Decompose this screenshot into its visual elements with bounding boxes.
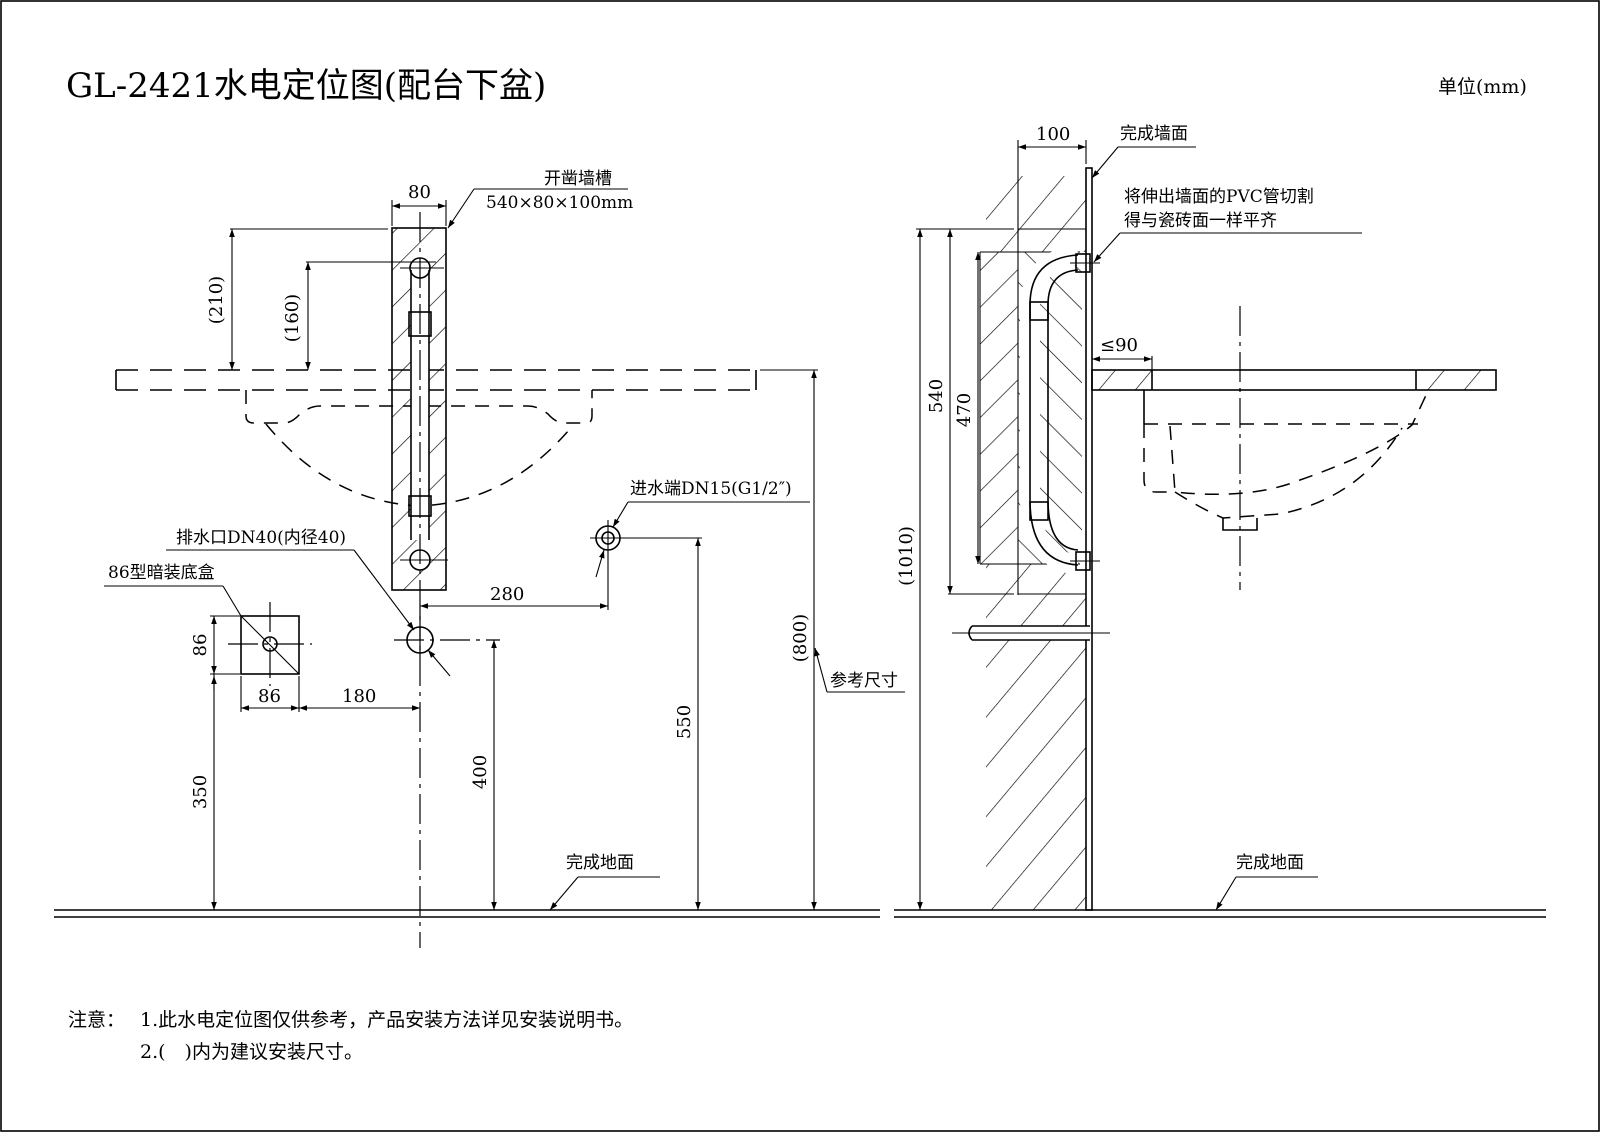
dimension-100: 100 [1017, 124, 1087, 240]
dimension-280: 280 [420, 556, 609, 610]
dim-470-text: 470 [954, 393, 975, 427]
dimension-550: 550 [626, 537, 702, 910]
dim-80-text: 80 [408, 182, 431, 203]
dim-540-text: 540 [926, 379, 947, 413]
side-view: 100 完成墙面 将伸出墙面的PVC管切割 得与瓷砖面一样平齐 ≤90 [894, 124, 1546, 918]
basin-side-outline [1143, 306, 1429, 590]
pvc-note-line2: 得与瓷砖面一样平齐 [1124, 211, 1277, 231]
electrical-box-86: 86型暗装底盒 [104, 563, 312, 686]
slot-label-line2: 540×80×100mm [486, 193, 633, 213]
dim-86-h-text: 86 [190, 634, 211, 657]
floor-label-front: 完成地面 [566, 853, 634, 873]
dimension-540: 540 [926, 229, 1014, 595]
finished-wall-label: 完成墙面 [1091, 124, 1196, 179]
wall-label: 完成墙面 [1120, 124, 1188, 144]
dimension-86-height: 86 [190, 615, 240, 675]
counter-slab-section [1091, 369, 1497, 391]
dimension-350: 350 [190, 674, 217, 910]
slot-label-line1: 开凿墙槽 [544, 169, 612, 189]
floor-line-side: 完成地面 [894, 853, 1546, 918]
dim-160-text: (160) [282, 294, 303, 342]
dim-100-text: 100 [1036, 124, 1070, 145]
drawing-title: GL-2421水电定位图(配台下盆) [66, 66, 546, 106]
box-label: 86型暗装底盒 [108, 563, 215, 583]
notes-prefix: 注意： [68, 1009, 125, 1031]
dimension-470: 470 [954, 252, 981, 564]
wall-slot [391, 212, 448, 660]
dimension-160: (160) [282, 261, 436, 370]
inlet-label: 进水端DN15(G1/2″) [630, 479, 792, 499]
pvc-note-line1: 将伸出墙面的PVC管切割 [1124, 187, 1314, 207]
dim-210-text: (210) [206, 276, 227, 324]
dimension-800: (800) 参考尺寸 [760, 369, 905, 910]
dimension-1010: (1010) [896, 228, 1014, 910]
drain-outlet: 排水口DN40(内径40) [166, 528, 500, 948]
dimension-80: 80 [391, 182, 447, 226]
note-2: 2.( )内为建议安装尺寸。 [140, 1041, 363, 1063]
dim-90-text: ≤90 [1100, 335, 1138, 356]
floor-label-side: 完成地面 [1236, 853, 1304, 873]
pvc-pipe [1020, 245, 1100, 575]
slot-label: 开凿墙槽 540×80×100mm [447, 169, 633, 229]
dimension-90: ≤90 [1092, 335, 1153, 370]
floor-line-front: 完成地面 [54, 853, 880, 918]
dim-280-text: 280 [490, 584, 524, 605]
note-1: 1.此水电定位图仅供参考，产品安装方法详见安装说明书。 [140, 1009, 633, 1031]
dim-1010-text: (1010) [896, 526, 917, 586]
water-inlet: 进水端DN15(G1/2″) [590, 479, 810, 578]
notes: 注意： 1.此水电定位图仅供参考，产品安装方法详见安装说明书。 2.( )内为建… [68, 1009, 633, 1063]
drain-label: 排水口DN40(内径40) [176, 528, 346, 548]
ref-label: 参考尺寸 [830, 671, 898, 691]
dim-400-text: 400 [470, 755, 491, 789]
dim-350-text: 350 [190, 775, 211, 809]
dimension-210: (210) [206, 228, 388, 370]
dimension-400: 400 [470, 640, 497, 910]
dim-86-w-text: 86 [258, 686, 281, 707]
dim-800-text: (800) [790, 614, 811, 662]
dim-550-text: 550 [674, 705, 695, 739]
dimension-86-180: 86 180 [240, 676, 420, 712]
dim-180-text: 180 [342, 686, 376, 707]
unit-label: 单位(mm) [1438, 76, 1527, 98]
finished-wall-surface [1085, 167, 1093, 911]
pvc-note: 将伸出墙面的PVC管切割 得与瓷砖面一样平齐 [1093, 187, 1362, 263]
electrical-conduit [952, 625, 1110, 641]
front-view: 80 开凿墙槽 540×80×100mm (210) (160) [54, 169, 905, 948]
